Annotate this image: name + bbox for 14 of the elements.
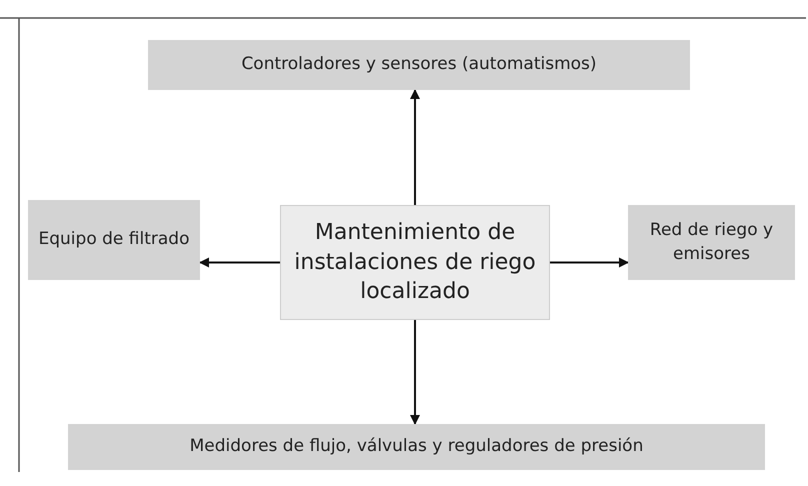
category-box [28,200,200,280]
arrow [199,258,280,268]
category-box [628,205,795,280]
arrow [550,258,629,268]
arrow [410,320,420,425]
category-text: Medidores de flujo, válvulas y reguladores de presión [190,435,644,458]
category-text: Controladores y sensores (automatismos) [241,53,597,76]
main-topic-box [280,205,550,320]
category-text: Equipo de filtrado [38,228,190,252]
topic-text: Mantenimiento de instalaciones de riego localizado [293,218,537,306]
category-box [148,40,690,90]
arrow [410,89,420,205]
category-text: Red de riego y emisores [648,218,774,266]
category-box [68,424,765,470]
